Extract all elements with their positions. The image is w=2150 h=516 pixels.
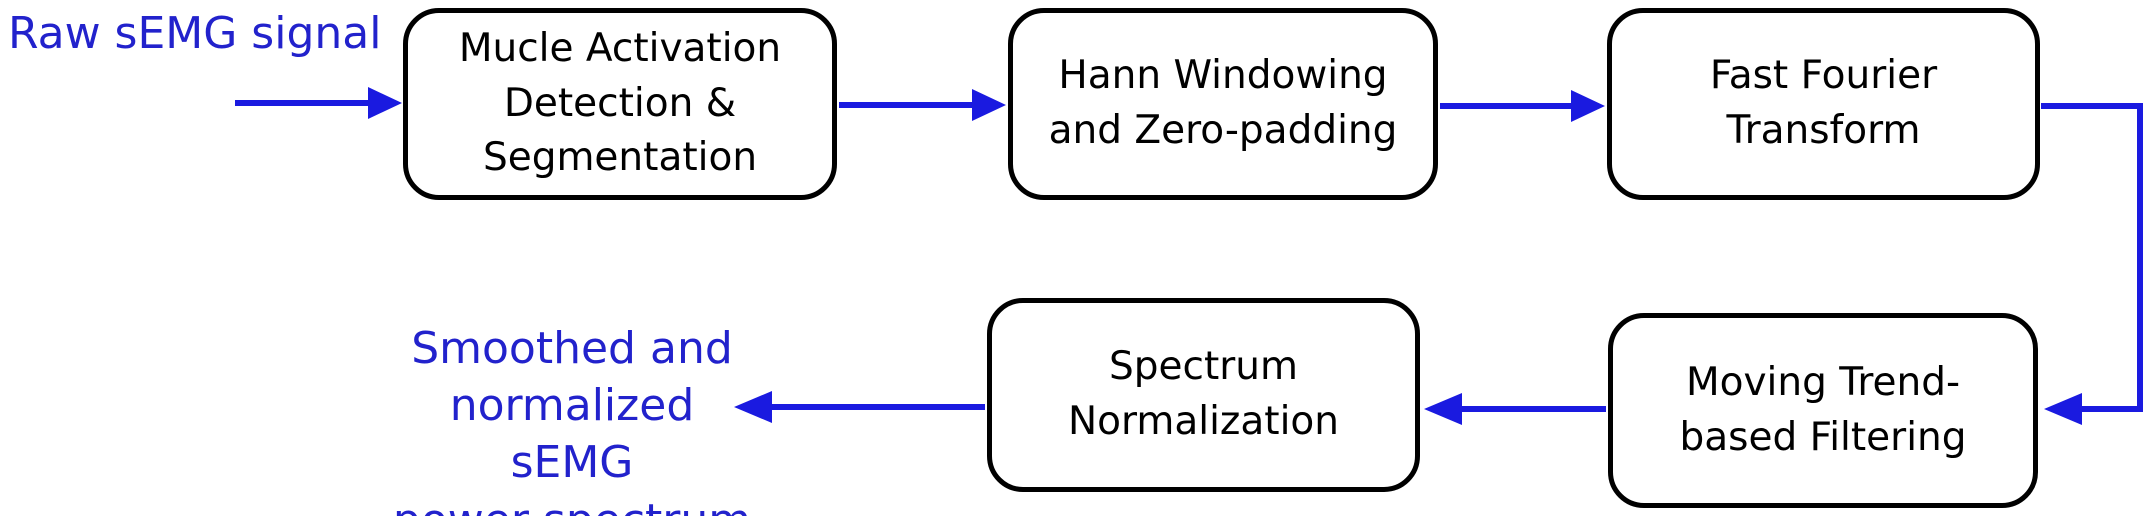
input-signal-label: Raw sEMG signal <box>8 8 382 59</box>
node-muscle-activation-detection: Mucle Activation Detection & Segmentatio… <box>403 8 837 200</box>
node-hann-windowing: Hann Windowing and Zero-padding <box>1008 8 1438 200</box>
output-signal-label: Smoothed and normalized sEMG power spect… <box>393 323 751 516</box>
arrowhead-detection-to-windowing-icon <box>972 89 1006 121</box>
arrowhead-trend-to-normalization-icon <box>1424 393 1462 425</box>
node-fast-fourier-transform: Fast Fourier Transform <box>1607 8 2040 200</box>
node-moving-trend-filtering: Moving Trend- based Filtering <box>1608 313 2038 508</box>
arrowhead-fft-to-trend-icon <box>2044 393 2082 425</box>
node-spectrum-normalization: Spectrum Normalization <box>987 298 1420 492</box>
arrowhead-input-to-detection-icon <box>368 87 402 119</box>
arrowhead-normalization-to-output-icon <box>734 391 772 423</box>
arrow-fft-to-trend-elbow <box>2041 103 2143 412</box>
arrowhead-windowing-to-fft-icon <box>1571 90 1605 122</box>
